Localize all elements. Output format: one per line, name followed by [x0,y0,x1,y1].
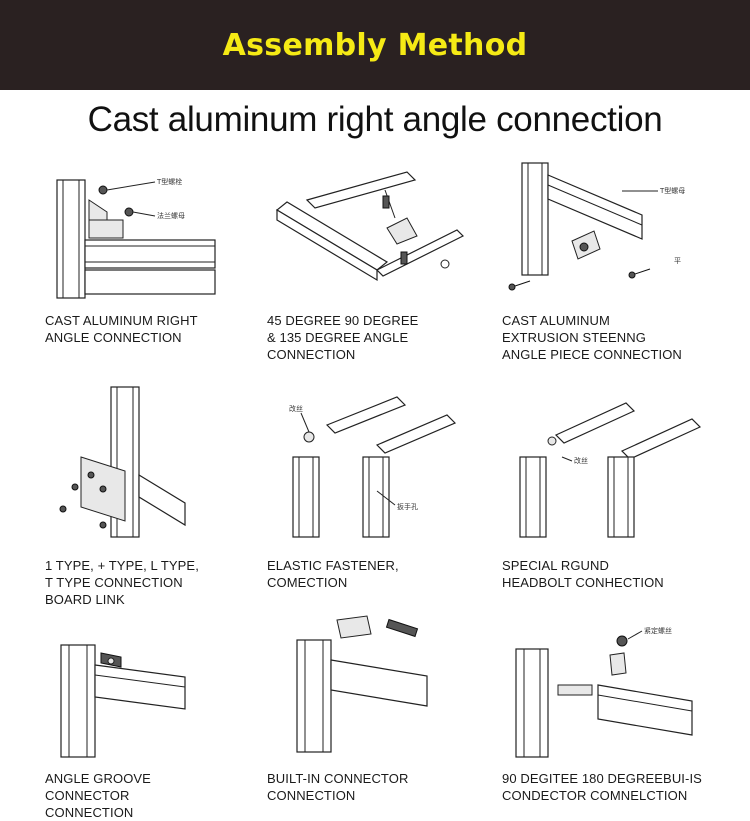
caption-line: & 135 DEGREE ANGLE [267,330,409,345]
caption-line: CONNECTOR [45,788,130,803]
caption-line: CONNECTION [45,805,134,820]
label-wrench-hole: 扳手孔 [397,502,418,511]
caption-line: T TYPE CONNECTION [45,575,183,590]
label-t-nut: T型螺母 [659,186,685,195]
caption: ELASTIC FASTENER, COMECTION [267,557,399,591]
caption-line: HEADBOLT CONHECTION [502,575,664,590]
board-link-illustration [59,386,186,538]
caption-line: SPECIAL RGUND [502,558,610,573]
label-set-screw: 紧定螺丝 [644,626,672,635]
caption: ANGLE GROOVE CONNECTOR CONNECTION [45,770,151,821]
caption-line: 90 DEGITEE 180 DEGREEBUI-IS [502,771,702,786]
caption-line: ELASTIC FASTENER, [267,558,399,573]
caption-line: CONNECTION [267,347,356,362]
caption-line: ANGLE CONNECTION [45,330,182,345]
round-headbolt-illustration: 改丝 [519,402,702,538]
extrusion-angle-piece-illustration: T型螺母 平 [508,162,685,291]
angle-connection-illustration [275,171,465,282]
page-subtitle: Cast aluminum right angle connection [87,100,663,139]
header-banner: Assembly Method [0,0,750,90]
caption-line: ANGLE GROOVE [45,771,151,786]
caption: 1 TYPE, + TYPE, L TYPE, T TYPE CONNECTIO… [45,557,199,608]
caption-line: CAST ALUMINUM RIGHT [45,313,198,328]
caption: 45 DEGREE 90 DEGREE & 135 DEGREE ANGLE C… [267,312,418,363]
caption-line: 1 TYPE, + TYPE, L TYPE, [45,558,199,573]
banner-title: Assembly Method [222,27,528,63]
label-t-bolt: T型螺栓 [156,177,182,186]
caption-line: 45 DEGREE 90 DEGREE [267,313,419,328]
caption: 90 DEGITEE 180 DEGREEBUI-IS CONDECTOR CO… [502,770,702,804]
cast-aluminum-right-angle-illustration: T型螺栓 法兰螺母 [56,177,216,299]
caption-line: BOARD LINK [45,592,125,607]
caption-line: BUILT-IN CONNECTOR [267,771,409,786]
caption-line: EXTRUSION STEENNG [502,330,646,345]
caption: BUILT-IN CONNECTOR CONNECTION [267,770,408,804]
label-tap: 改丝 [289,404,303,413]
label-tap: 改丝 [574,456,588,465]
caption: SPECIAL RGUND HEADBOLT CONHECTION [502,557,664,591]
label-flat: 平 [674,257,681,265]
built-in-connector-90-180-illustration: 紧定螺丝 [515,626,693,758]
angle-groove-connector-illustration [60,644,186,758]
elastic-fastener-illustration: 改丝 扳手孔 [289,396,457,538]
label-flange-nut: 法兰螺母 [157,211,185,220]
caption-line: CONNECTION [267,788,356,803]
built-in-connector-illustration [296,615,428,753]
caption-line: CONDECTOR COMNELCTION [502,788,688,803]
caption: CAST ALUMINUM EXTRUSION STEENNG ANGLE PI… [502,312,682,363]
caption-line: ANGLE PIECE CONNECTION [502,347,682,362]
caption-line: CAST ALUMINUM [502,313,610,328]
caption-line: COMECTION [267,575,348,590]
caption: CAST ALUMINUM RIGHT ANGLE CONNECTION [45,312,198,346]
